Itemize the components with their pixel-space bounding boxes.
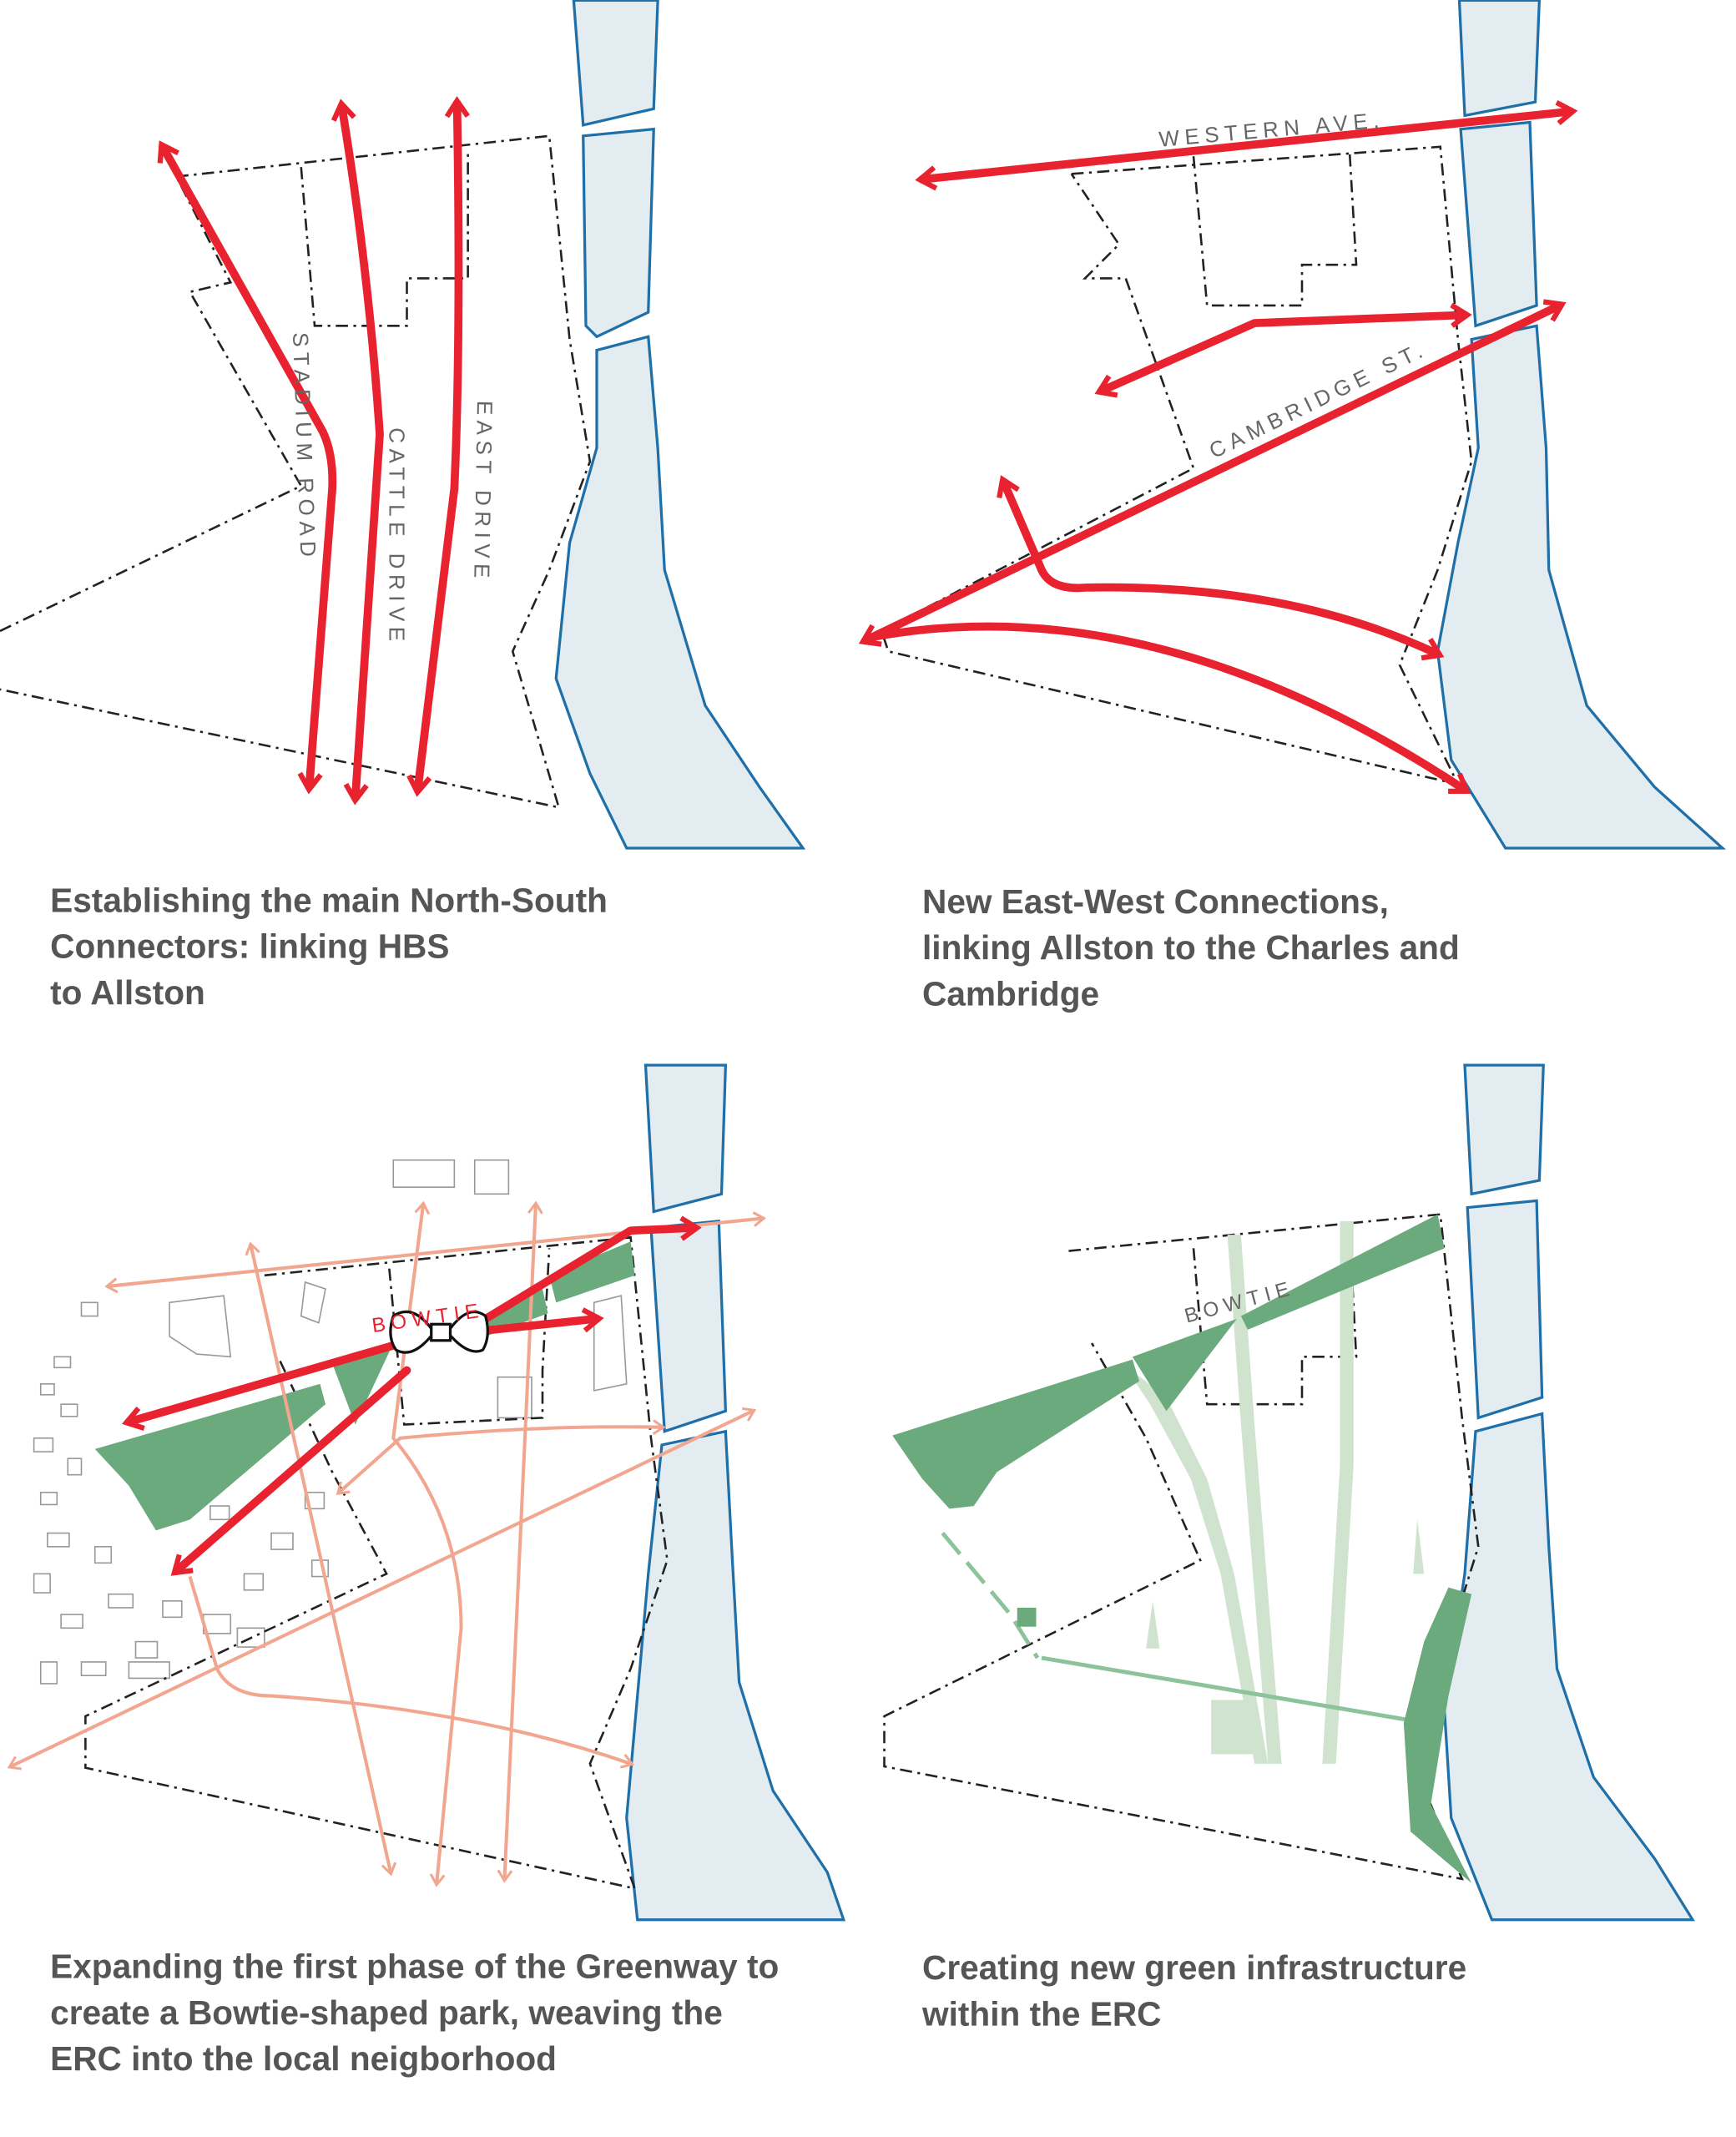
caption: Expanding the first phase of the Greenwa… — [50, 1948, 779, 2079]
panel-east-west: WESTERN AVE. CAMBRIDGE ST. New East-West… — [858, 0, 1726, 1013]
greenway-park — [94, 1241, 635, 1531]
river — [1436, 0, 1726, 850]
stadium-road-label: STADIUM ROAD — [288, 332, 321, 563]
river — [1442, 1063, 1695, 1922]
site-boundary — [881, 145, 1473, 786]
east-drive-label: EAST DRIVE — [469, 401, 497, 584]
cattle-drive-label: CATTLE DRIVE — [384, 427, 409, 646]
harvard-boundary — [0, 175, 303, 633]
river — [554, 0, 806, 850]
panel-bowtie: BOWTIE Expanding the first phase of the … — [7, 1063, 846, 2079]
inner-parcel — [1192, 1227, 1358, 1406]
caption: New East-West Connections,linking Allsto… — [922, 882, 1460, 1013]
inner-parcel — [1192, 149, 1358, 307]
green-parks — [892, 1214, 1472, 1883]
green-corridors — [1123, 1220, 1425, 1764]
inner-parcel — [300, 149, 469, 327]
panel-green-infrastructure: BOWTIE Creating new green infrastructure… — [883, 1063, 1695, 2033]
panel-north-south: STADIUM ROAD CATTLE DRIVE EAST DRIVE Est… — [0, 0, 806, 1012]
site-boundary — [883, 1213, 1480, 1881]
cambridge-st-label: CAMBRIDGE ST. — [1205, 336, 1431, 463]
bowtie-icon — [389, 1310, 489, 1354]
